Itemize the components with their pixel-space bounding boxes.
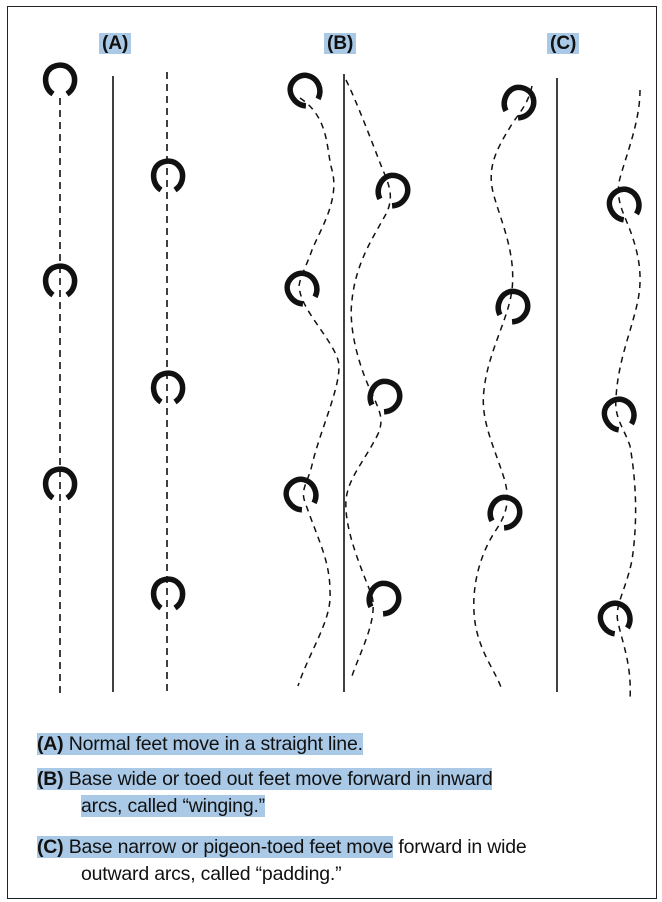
hoof-icon <box>281 474 321 514</box>
hoof-icon <box>596 599 635 637</box>
caption-a-text: Normal feet move in a straight line. <box>68 733 363 755</box>
hoof-icon <box>374 170 414 210</box>
hoof-icon <box>494 286 534 326</box>
hoof-icon <box>154 161 183 190</box>
caption-c: (C) Base narrow or pigeon-toed feet move… <box>37 834 527 888</box>
panel-label-a: (A) <box>95 32 135 56</box>
hoof-icon <box>486 492 526 532</box>
caption-a-tag: (A) <box>37 733 64 755</box>
path-c-left <box>473 85 533 691</box>
hoof-icon <box>605 185 644 223</box>
hoof-icon <box>366 376 406 416</box>
hoof-icon <box>154 579 183 608</box>
hoof-icon <box>365 578 405 618</box>
hoof-icon <box>500 82 540 122</box>
path-b-right <box>345 79 392 677</box>
caption-b-tag: (B) <box>37 768 64 790</box>
hoof-icon <box>46 65 75 94</box>
path-b-left <box>297 97 340 687</box>
caption-b-line2: arcs, called “winging.” <box>81 795 265 817</box>
panel-label-b: (B) <box>320 32 360 56</box>
caption-a: (A) Normal feet move in a straight line. <box>37 731 363 758</box>
hoof-icon <box>154 373 183 402</box>
panel-label-c: (C) <box>543 32 583 56</box>
hoof-icon <box>285 70 325 110</box>
hoof-icon <box>600 395 639 433</box>
caption-b-text: Base wide or toed out feet move forward … <box>68 768 493 790</box>
caption-c-text-rest: forward in wide <box>393 836 527 858</box>
figure-frame <box>7 6 657 899</box>
caption-c-line2: outward arcs, called “padding.” <box>81 863 342 885</box>
hoof-icon <box>282 268 322 308</box>
caption-c-text: Base narrow or pigeon-toed feet move <box>68 836 394 858</box>
caption-b: (B) Base wide or toed out feet move forw… <box>37 766 493 820</box>
caption-c-tag: (C) <box>37 836 64 858</box>
